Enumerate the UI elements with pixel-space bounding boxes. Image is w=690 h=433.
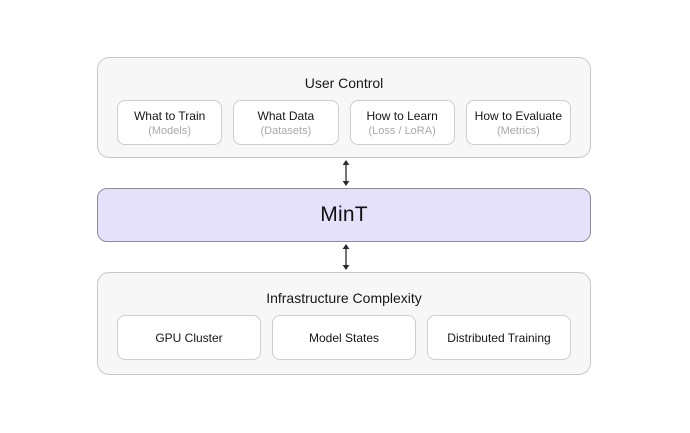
user-control-box-row: What to Train (Models) What Data (Datase…: [98, 100, 590, 145]
box-subtitle: (Datasets): [260, 124, 312, 137]
core-mint-title: MinT: [320, 203, 368, 226]
user-control-title: User Control: [304, 75, 384, 91]
infrastructure-box-row: GPU Cluster Model States Distributed Tra…: [98, 315, 590, 360]
core-mint-box: MinT: [97, 188, 591, 242]
infrastructure-panel: Infrastructure Complexity GPU Cluster Mo…: [97, 272, 591, 375]
box-subtitle: (Metrics): [496, 124, 540, 137]
box-gpu-cluster: GPU Cluster: [117, 315, 261, 360]
box-what-data: What Data (Datasets): [233, 100, 339, 145]
box-how-to-learn: How to Learn (Loss / LoRA): [349, 100, 455, 145]
user-control-panel: User Control What to Train (Models) What…: [97, 57, 591, 158]
box-subtitle: (Models): [148, 124, 192, 137]
box-title: How to Evaluate: [474, 108, 563, 123]
box-title: What to Train: [133, 108, 206, 123]
box-title: What Data: [257, 108, 315, 123]
box-subtitle: (Loss / LoRA): [368, 124, 436, 137]
box-how-to-evaluate: How to Evaluate (Metrics): [465, 100, 571, 145]
box-title: How to Learn: [366, 108, 438, 123]
infrastructure-title: Infrastructure Complexity: [266, 290, 422, 306]
box-title: Model States: [308, 330, 380, 345]
box-title: Distributed Training: [447, 330, 551, 345]
box-title: GPU Cluster: [155, 330, 223, 345]
box-model-states: Model States: [272, 315, 416, 360]
box-distributed-training: Distributed Training: [427, 315, 571, 360]
double-arrow-vertical-icon: [342, 244, 350, 270]
box-what-to-train: What to Train (Models): [117, 100, 223, 145]
double-arrow-vertical-icon: [342, 160, 350, 186]
